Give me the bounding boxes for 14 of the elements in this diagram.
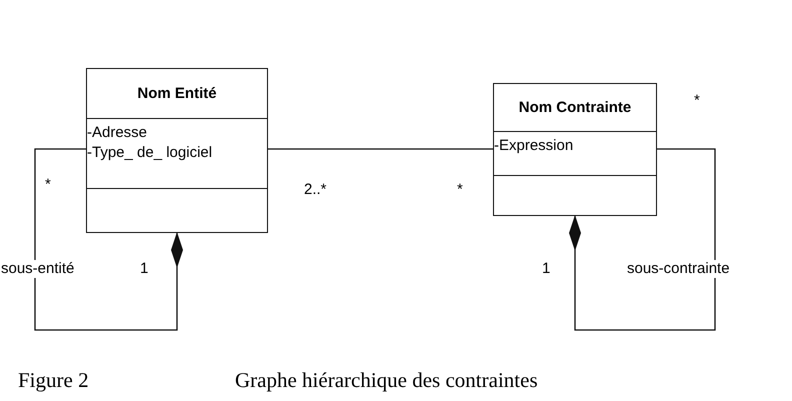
class-attribute: -Type_ de_ logiciel <box>87 142 212 162</box>
role-name: sous-entité <box>0 260 76 278</box>
role-name: sous-contrainte <box>626 260 731 278</box>
class-name: Nom Contrainte <box>518 98 632 116</box>
composition-line <box>569 148 716 331</box>
class-attribute: -Adresse <box>87 122 148 142</box>
composition-line <box>34 148 183 331</box>
association-line <box>268 148 493 150</box>
figure-number: Figure 2 <box>18 368 89 393</box>
class-name: Nom Entité <box>137 84 217 102</box>
class-attribute: -Expression <box>494 136 574 156</box>
class-box <box>86 68 268 232</box>
figure-caption: Graphe hiérarchique des contraintes <box>235 368 538 393</box>
class-box <box>493 83 657 216</box>
